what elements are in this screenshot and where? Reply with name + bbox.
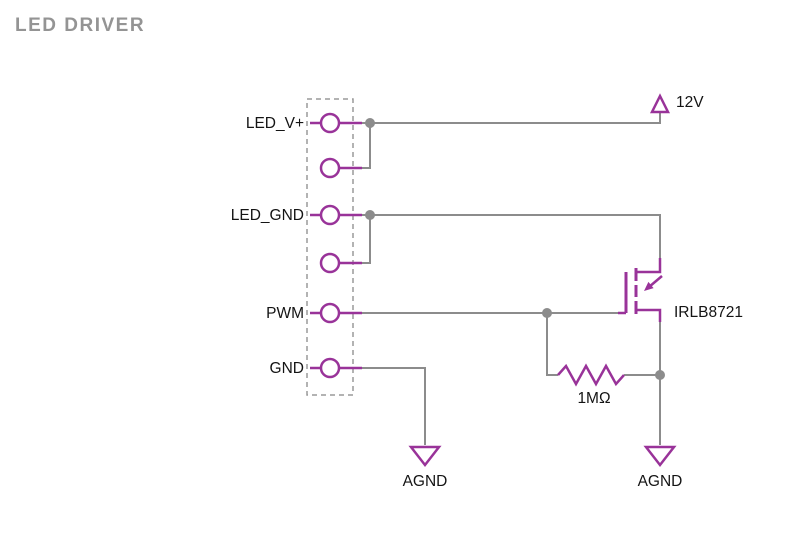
connector-pin-1[interactable] (319, 112, 341, 134)
connector[interactable]: LED_V+ LED_GND PWM GND (231, 98, 362, 396)
agnd-right-symbol[interactable]: AGND (638, 445, 683, 490)
power-triangle-icon (649, 93, 671, 114)
mosfet-arrow-icon (644, 281, 654, 291)
wire-ledv-to-pin2[interactable] (362, 123, 371, 169)
connector-pin-2[interactable] (319, 157, 341, 179)
connector-outline (306, 98, 354, 396)
connector-pin-3[interactable] (319, 204, 341, 226)
junction-dot (365, 210, 375, 220)
connector-pin-6[interactable] (319, 357, 341, 379)
wire-gnd-to-agnd[interactable] (362, 367, 426, 445)
page-title: LED DRIVER (15, 15, 145, 36)
wire-ledv-to-12v[interactable] (362, 112, 661, 124)
resistor-zigzag (557, 363, 625, 387)
pin-label-pwm: PWM (266, 305, 304, 322)
wire-ledgnd-to-pin4[interactable] (362, 215, 371, 264)
pin-label-led-vplus: LED_V+ (246, 115, 304, 132)
mosfet-label: IRLB8721 (674, 304, 743, 321)
wire-pwm-to-resistor[interactable] (546, 313, 558, 376)
junctions (365, 118, 665, 380)
agnd-left-label: AGND (403, 473, 448, 490)
agnd-left-symbol[interactable]: AGND (403, 445, 448, 490)
mosfet-irlb8721[interactable]: IRLB8721 (618, 258, 743, 322)
connector-pin-4[interactable] (319, 252, 341, 274)
resistor-label: 1MΩ (577, 390, 610, 407)
wire-ledgnd-to-drain[interactable] (362, 214, 661, 258)
wires (362, 112, 661, 445)
connector-pin-5[interactable] (319, 302, 341, 324)
agnd-left-triangle-icon (408, 445, 442, 468)
mosfet-source-lead (636, 308, 662, 322)
agnd-right-label: AGND (638, 473, 683, 490)
pin-label-led-gnd: LED_GND (231, 207, 304, 224)
mosfet-drain-lead (636, 258, 662, 274)
junction-dot (655, 370, 665, 380)
power-12v-symbol[interactable]: 12V (649, 93, 704, 114)
resistor-1m[interactable]: 1MΩ (557, 363, 625, 407)
power-12v-label: 12V (676, 94, 704, 111)
junction-dot (542, 308, 552, 318)
mosfet-arrow-line (648, 275, 663, 288)
junction-dot (365, 118, 375, 128)
pin-label-gnd: GND (270, 360, 304, 377)
agnd-right-triangle-icon (643, 445, 677, 468)
